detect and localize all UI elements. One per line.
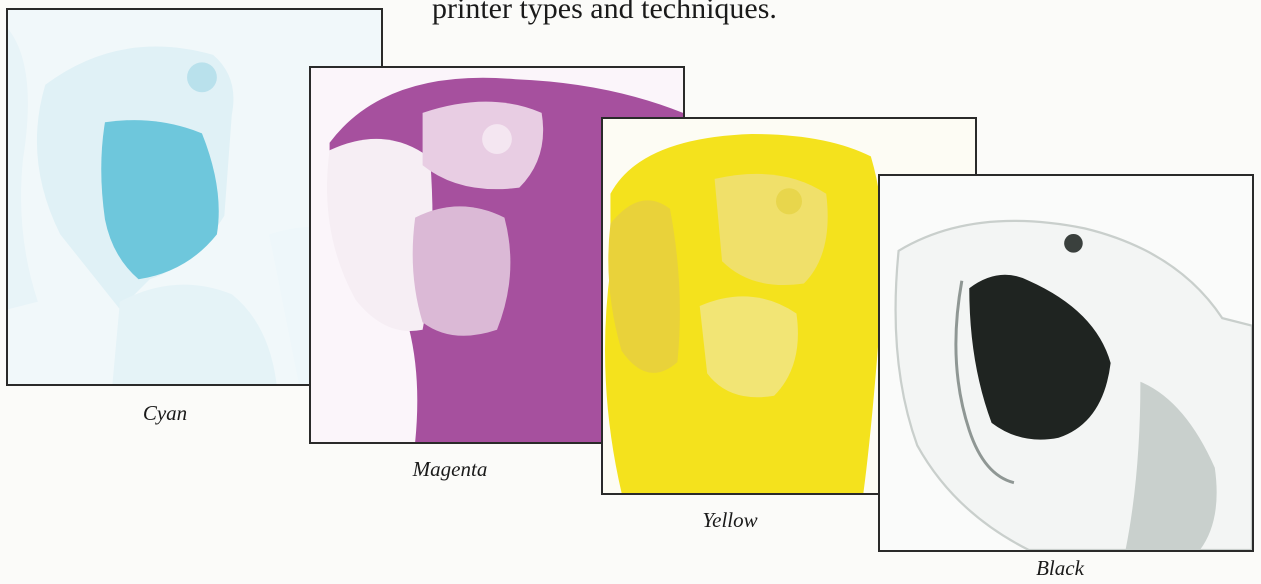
black-separation-image — [878, 174, 1254, 552]
yellow-caption: Yellow — [702, 508, 758, 532]
black-caption: Black — [1036, 556, 1084, 580]
page-heading-fragment: printer types and techniques. — [432, 0, 777, 25]
black-beak-shape — [969, 274, 1111, 440]
cyan-beak-shape — [101, 120, 219, 280]
magenta-caption: Magenta — [412, 457, 488, 481]
cyan-caption: Cyan — [142, 401, 188, 425]
